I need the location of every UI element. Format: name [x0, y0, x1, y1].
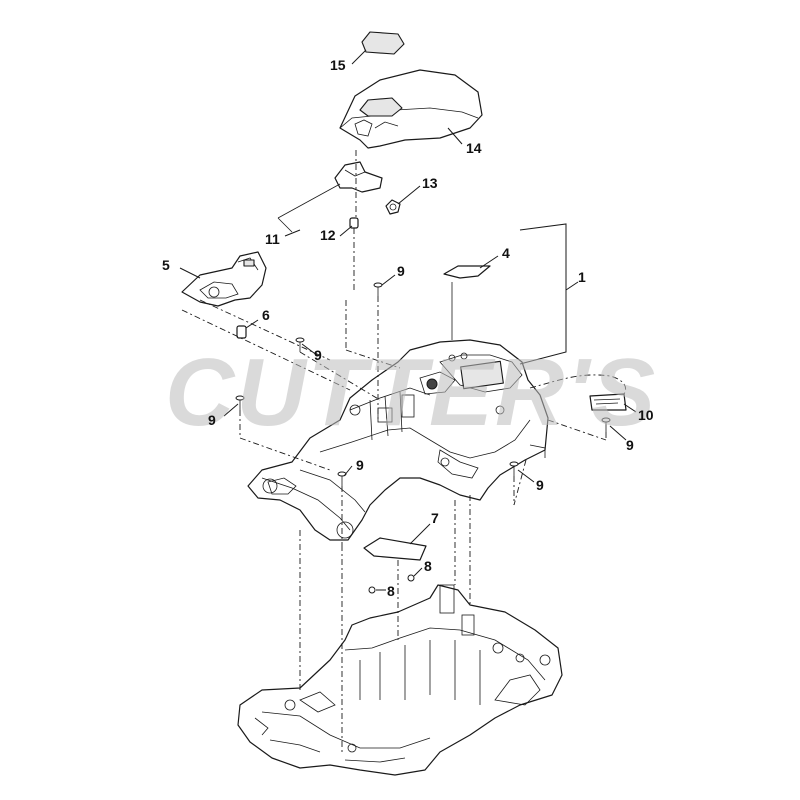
spacer-sleeve [236, 325, 247, 339]
callout-14: 14 [466, 140, 482, 156]
screw-5 [509, 461, 519, 476]
top-cover [339, 69, 483, 149]
callout-1: 1 [578, 269, 586, 285]
screw-1 [373, 282, 383, 296]
callout-5: 5 [162, 257, 170, 273]
spring-clip [385, 199, 401, 215]
callout-4: 4 [502, 245, 510, 261]
callout-15: 15 [330, 57, 346, 73]
rivets [368, 574, 415, 594]
callout-labels: 15 14 13 11 12 5 6 4 1 9 9 9 9 9 9 10 7 … [162, 57, 654, 599]
chassis-frame [237, 584, 563, 776]
screw-2 [295, 337, 305, 352]
cover-clip-bracket [334, 161, 383, 193]
callout-9-top: 9 [397, 263, 405, 279]
callout-9-left: 9 [208, 412, 216, 428]
callout-9-center: 9 [356, 457, 364, 473]
rating-plate [589, 393, 627, 411]
callout-9-left-upper: 9 [314, 347, 322, 363]
body-housing [247, 339, 549, 541]
callout-12: 12 [320, 227, 336, 243]
screw-3 [235, 395, 245, 410]
bracket-plate [181, 251, 267, 307]
callout-8-right: 8 [424, 558, 432, 574]
callout-11: 11 [265, 231, 280, 247]
rivet-2 [407, 574, 415, 582]
callout-9-right: 9 [626, 437, 634, 453]
callout-13: 13 [422, 175, 438, 191]
cover-insert [361, 31, 405, 55]
screws [235, 282, 611, 486]
callout-6: 6 [262, 307, 270, 323]
leader-lines [179, 49, 637, 591]
watermark-text: CUTTER'S [165, 339, 657, 446]
callout-9-right-lower: 9 [536, 477, 544, 493]
callout-10: 10 [638, 407, 654, 423]
label-tag [443, 265, 491, 340]
screw-6 [601, 417, 611, 432]
rivet-1 [368, 586, 376, 594]
seal-sheet [277, 183, 341, 233]
callout-8-left: 8 [387, 583, 395, 599]
assembly-lines [181, 150, 627, 752]
callout-7: 7 [431, 510, 439, 526]
gasket-sheet [363, 537, 427, 561]
